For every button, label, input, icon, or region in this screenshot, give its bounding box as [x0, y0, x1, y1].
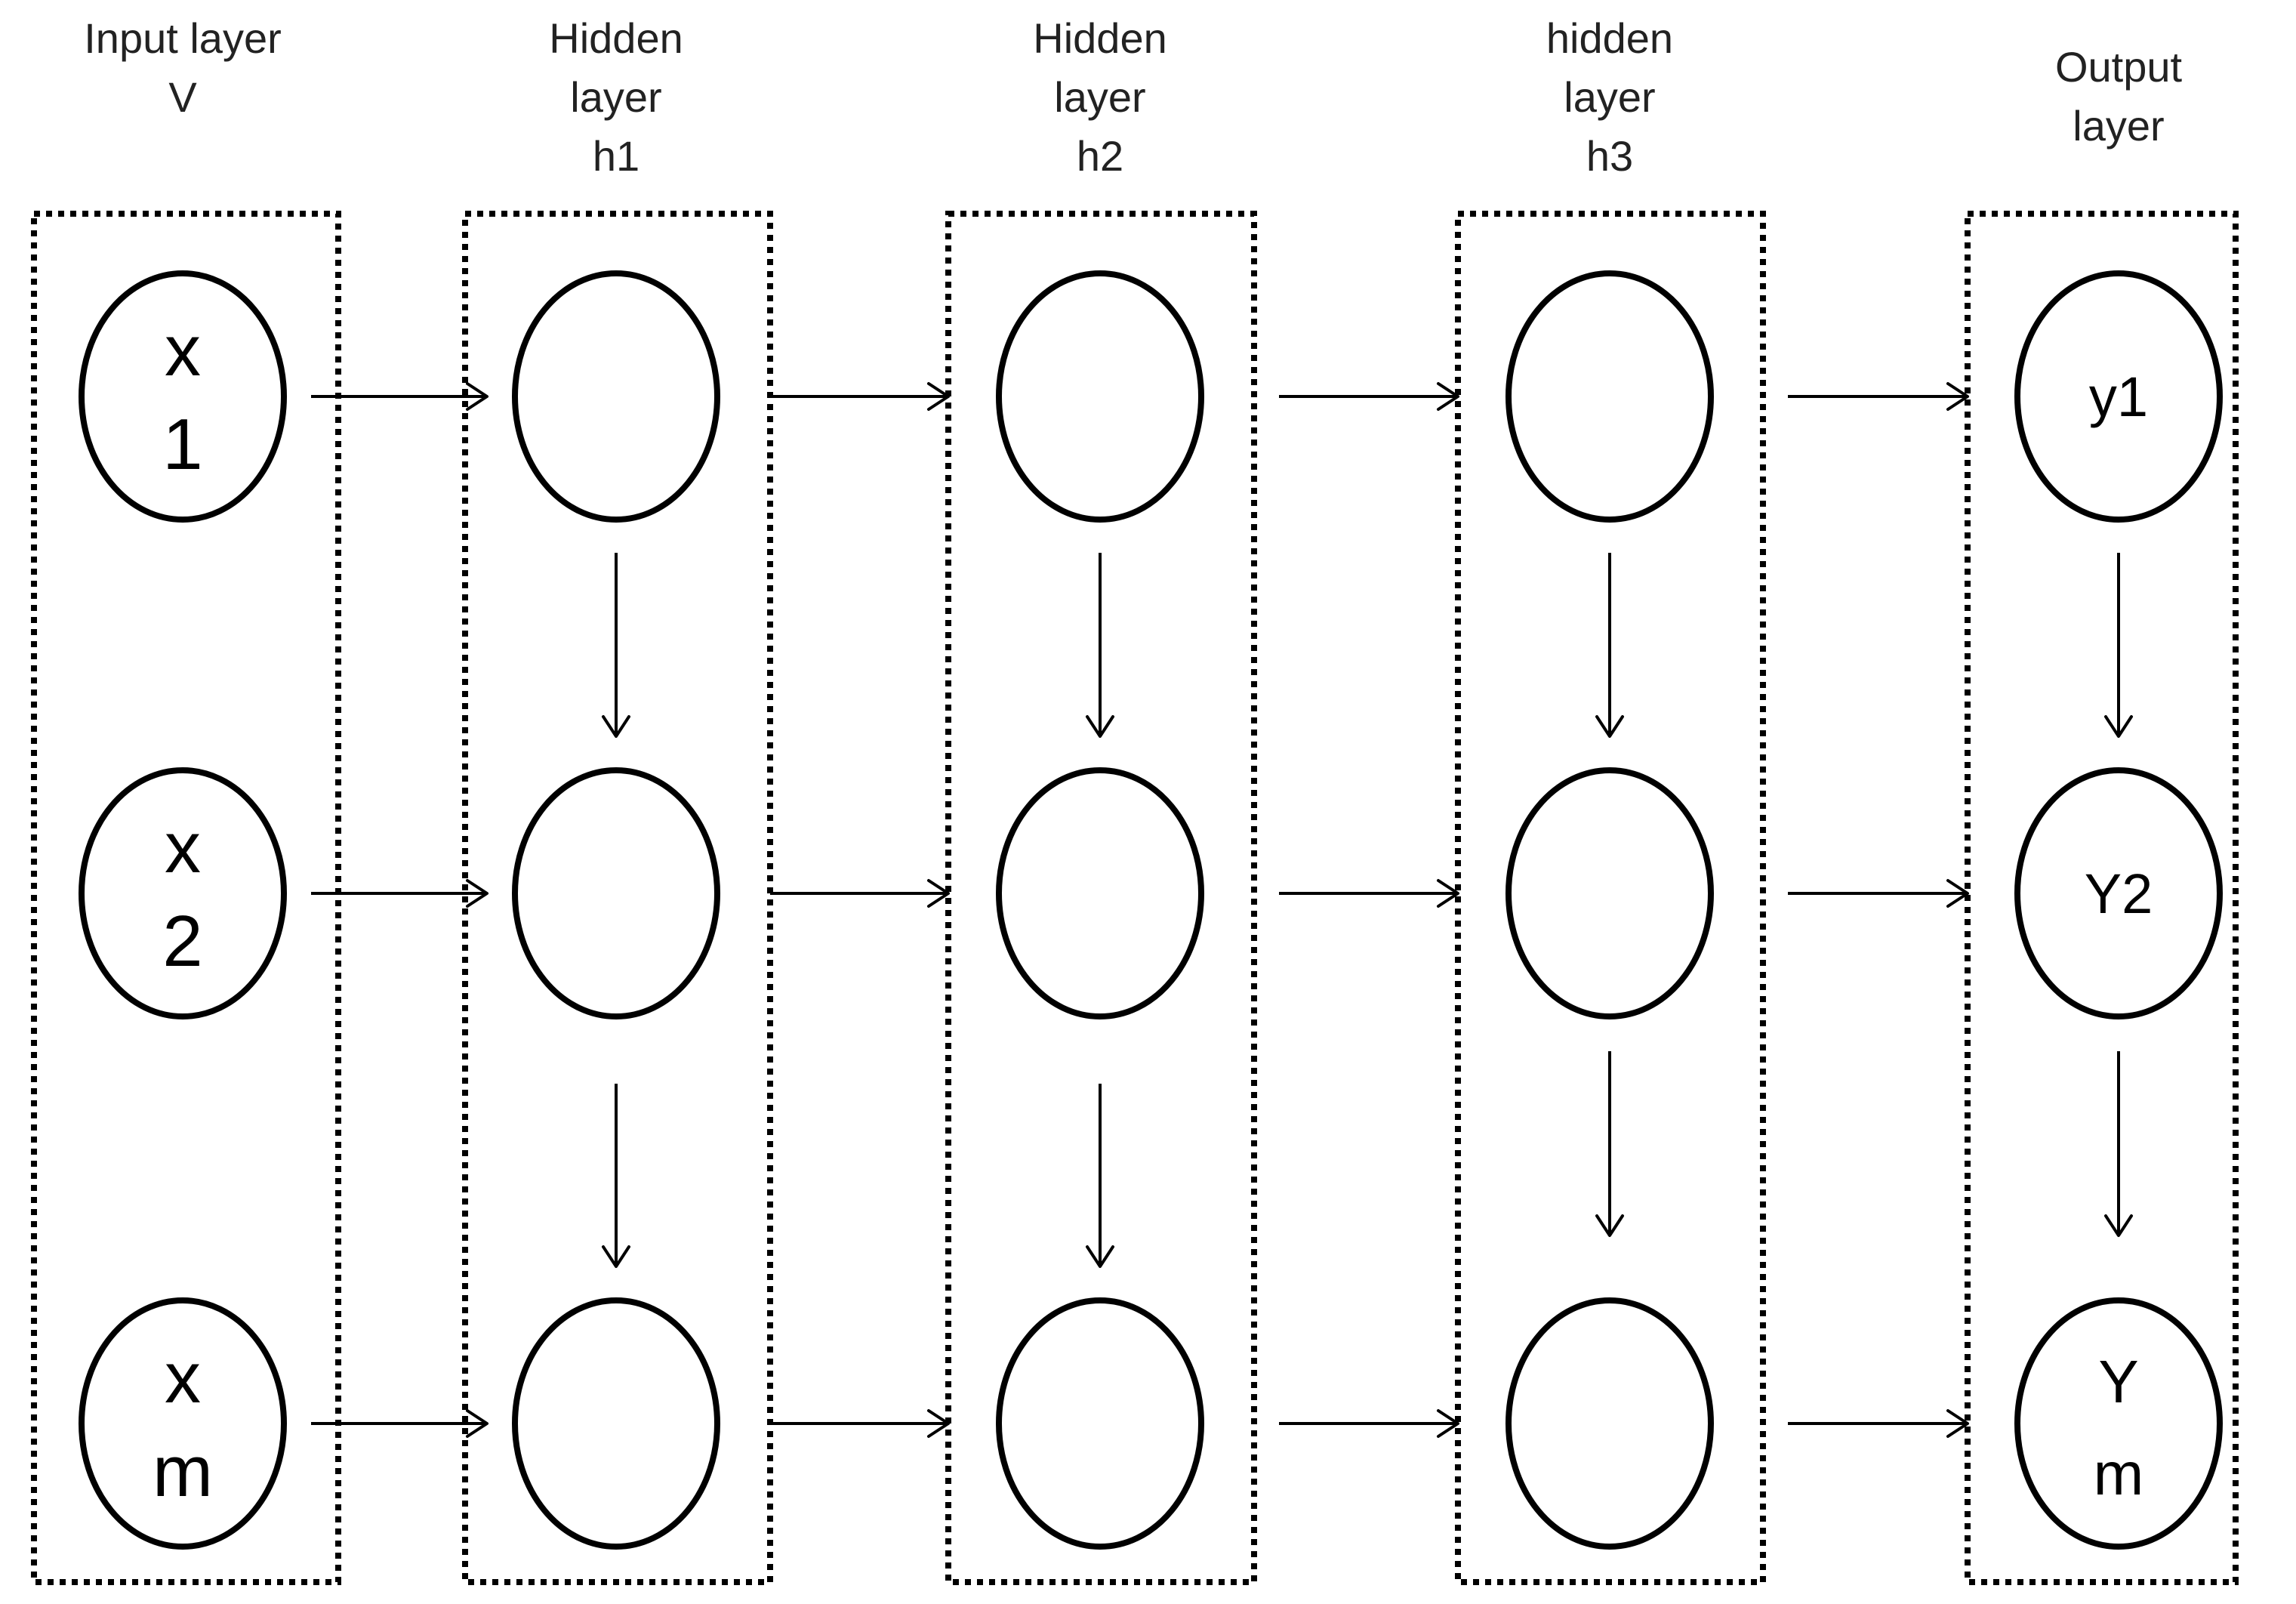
node-output-1	[2014, 270, 2223, 523]
arrowhead-right-icon	[1946, 382, 1969, 411]
layer-title-output-line-1: Output	[2055, 43, 2183, 91]
arrowhead-down-icon	[1595, 715, 1624, 738]
layer-title-h3-line-1: hidden	[1546, 14, 1673, 62]
node-h2-3	[996, 1297, 1204, 1550]
layer-box-h2	[945, 211, 1257, 1585]
layer-title-h3-line-2: layer	[1564, 73, 1655, 121]
layer-title-h3-line-3: h3	[1586, 132, 1633, 180]
layer-title-input-line-1: Input layer	[84, 14, 282, 62]
node-label-input-2-line-2: 2	[162, 901, 202, 982]
layer-box-h3	[1455, 211, 1766, 1585]
layer-box-input	[31, 211, 341, 1585]
node-input-2	[79, 767, 287, 1019]
layer-title-h2-line-2: layer	[1054, 73, 1145, 121]
arrowhead-right-icon	[1437, 879, 1459, 908]
arrowhead-right-icon	[927, 382, 950, 411]
node-label-input-3-line-2: m	[153, 1431, 213, 1512]
arrowhead-down-icon	[2104, 1214, 2133, 1237]
layer-title-input-line-2: V	[168, 73, 197, 121]
arrowhead-down-icon	[1086, 715, 1114, 738]
node-h2-1	[996, 270, 1204, 523]
arrowhead-right-icon	[466, 1409, 488, 1438]
layer-title-h2-line-3: h2	[1077, 132, 1123, 180]
node-h1-2	[512, 767, 720, 1019]
node-h3-1	[1505, 270, 1714, 523]
node-label-output-2: Y2	[2085, 862, 2153, 925]
layer-title-output-line-2: layer	[2073, 102, 2164, 150]
layer-box-output	[1965, 211, 2239, 1585]
arrowhead-down-icon	[1595, 1214, 1624, 1237]
arrowhead-right-icon	[1946, 879, 1969, 908]
node-label-output-1: y1	[2089, 366, 2148, 428]
node-label-input-2-line-1: x	[165, 807, 201, 888]
arrowhead-down-icon	[1086, 1245, 1114, 1268]
arrowhead-right-icon	[927, 1409, 950, 1438]
layer-title-h1-line-3: h1	[593, 132, 639, 180]
arrowhead-right-icon	[1437, 1409, 1459, 1438]
node-label-input-1-line-1: x	[165, 310, 201, 391]
arrowhead-down-icon	[2104, 715, 2133, 738]
node-h1-1	[512, 270, 720, 523]
arrowhead-right-icon	[466, 879, 488, 908]
arrowhead-down-icon	[602, 1245, 630, 1268]
layer-box-h1	[462, 211, 773, 1585]
node-input-1	[79, 270, 287, 523]
node-h2-2	[996, 767, 1204, 1019]
node-label-output-3-line-2: m	[2094, 1440, 2144, 1507]
layer-title-h1-line-2: layer	[570, 73, 661, 121]
node-output-2	[2014, 767, 2223, 1019]
layer-title-h1-line-1: Hidden	[549, 14, 683, 62]
node-h1-3	[512, 1297, 720, 1550]
arrowhead-right-icon	[466, 382, 488, 411]
arrowhead-right-icon	[1946, 1409, 1969, 1438]
arrowhead-right-icon	[927, 879, 950, 908]
arrowhead-right-icon	[1437, 382, 1459, 411]
node-h3-3	[1505, 1297, 1714, 1550]
node-output-3	[2014, 1297, 2223, 1550]
node-label-output-3-line-1: Y	[2098, 1348, 2138, 1415]
node-input-3	[79, 1297, 287, 1550]
layer-title-h2-line-1: Hidden	[1033, 14, 1166, 62]
arrowhead-down-icon	[602, 715, 630, 738]
node-label-input-1-line-2: 1	[162, 404, 202, 485]
node-h3-2	[1505, 767, 1714, 1019]
node-label-input-3-line-1: x	[165, 1337, 201, 1418]
